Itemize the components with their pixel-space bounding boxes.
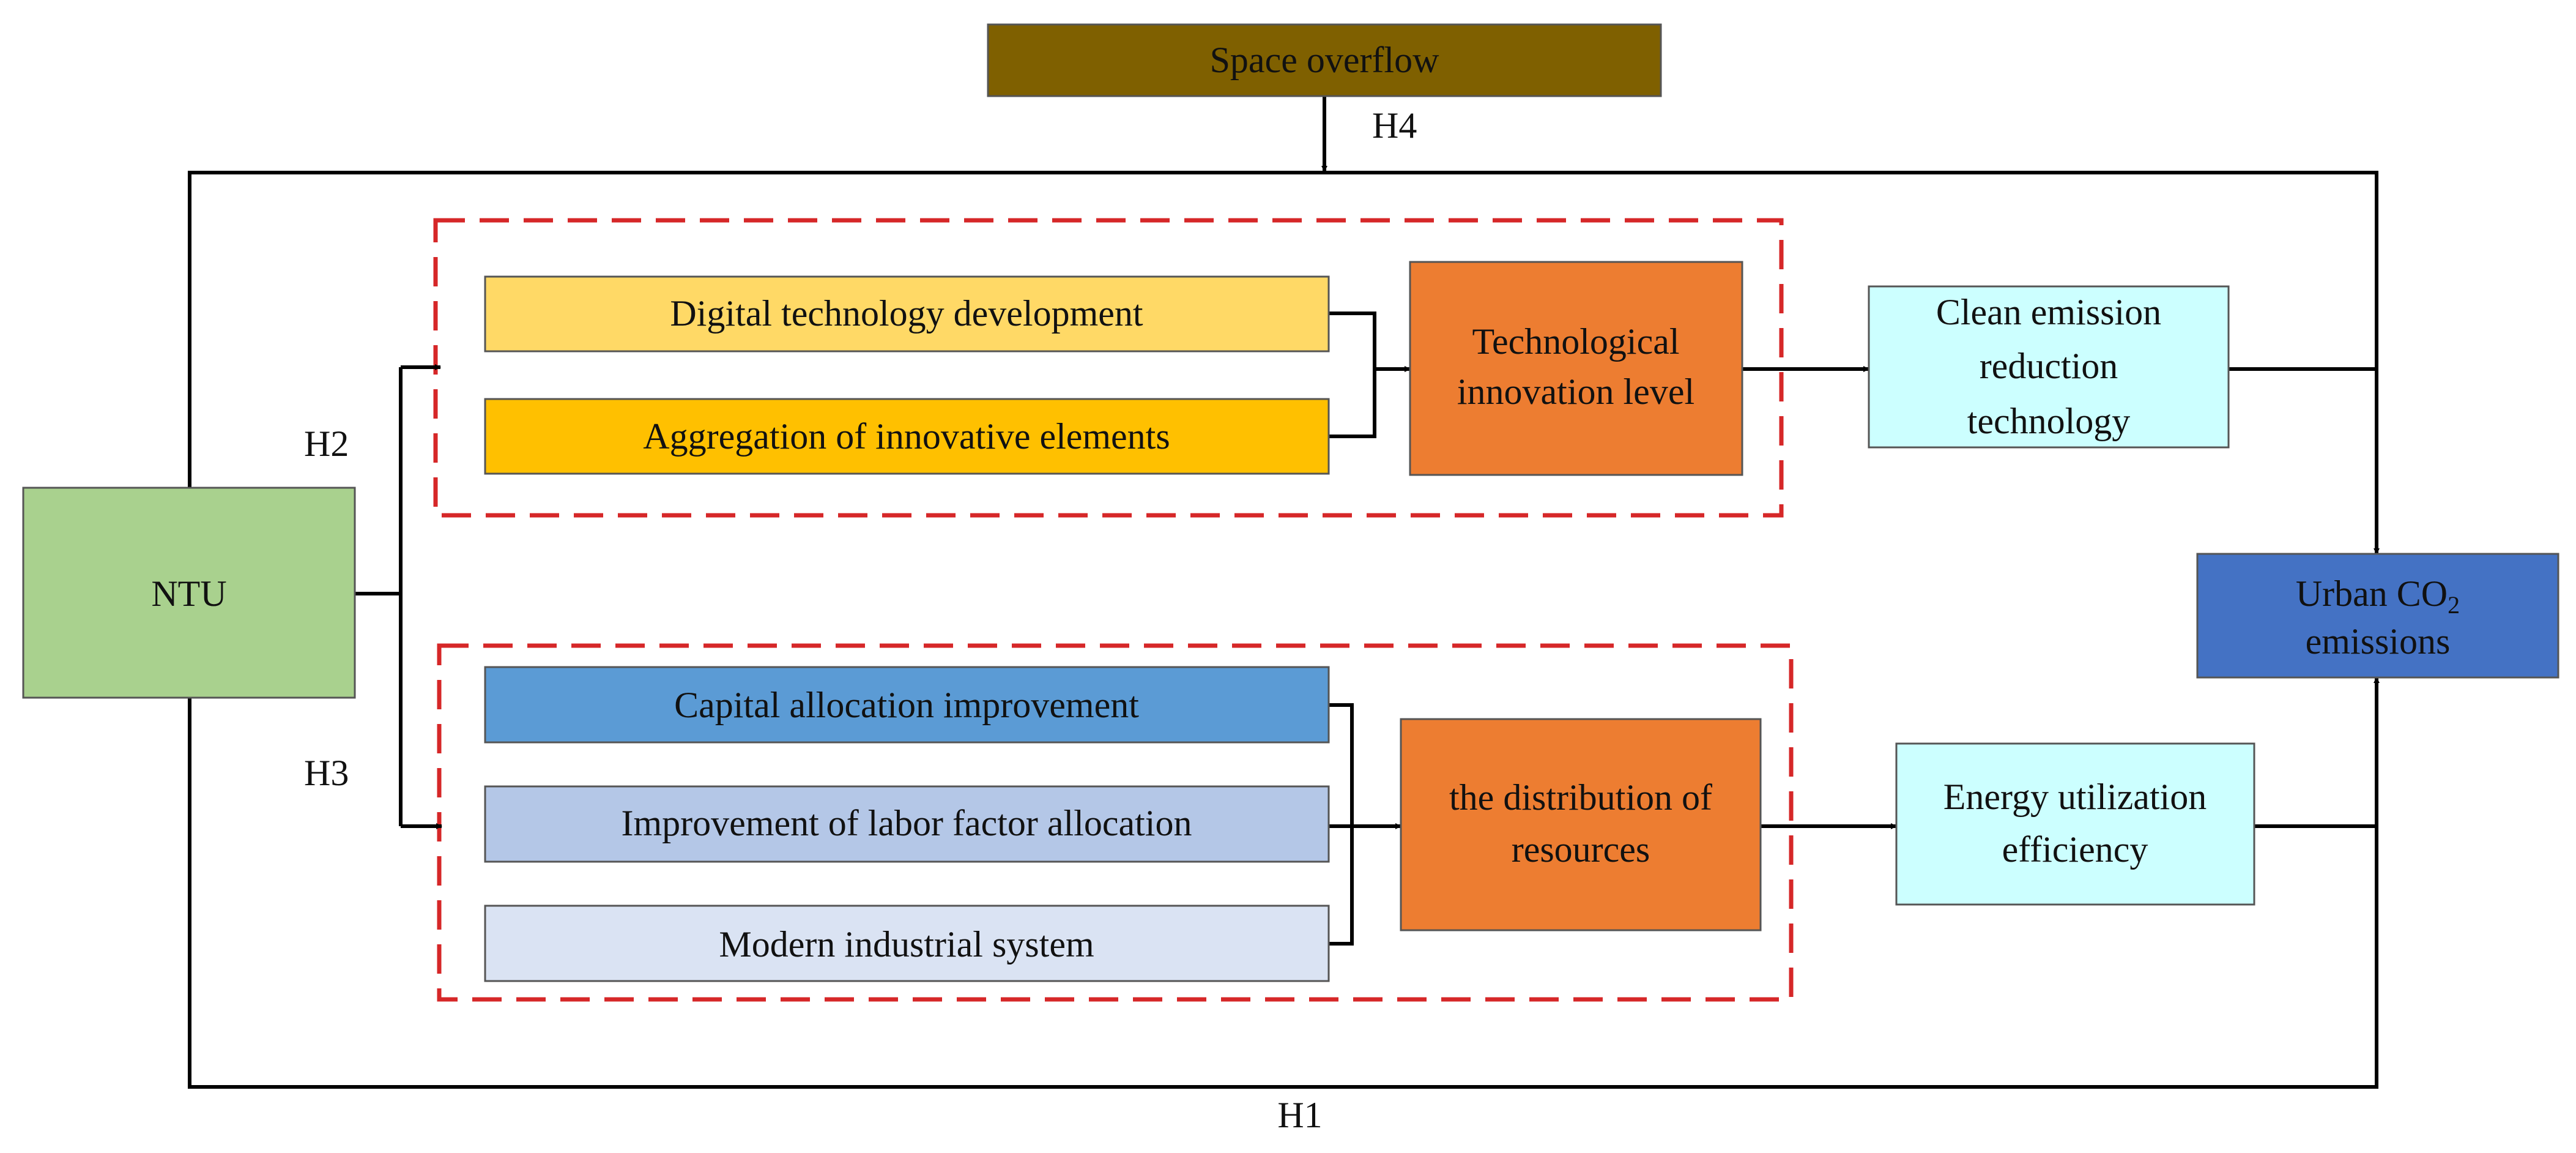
space-overflow-text: Space overflow [1210,40,1440,80]
urban-co2-prefix: Urban CO [2296,573,2448,614]
clean-to-urban [2229,367,2380,554]
clean-emission-line2: reduction [1980,346,2118,386]
space-overflow-node: Space overflow [987,23,1662,97]
energy-box [1895,742,2255,906]
urban-co2-line2: emissions [2306,621,2451,662]
clean-emission-line1: Clean emission [1936,292,2161,332]
urban-co2-node: Urban CO2 emissions [2196,553,2559,679]
tech-innovation-box [1409,261,1743,476]
space-overflow-box [987,23,1662,97]
aggregation-text: Aggregation of innovative elements [643,416,1170,457]
h3-label: H3 [304,753,349,793]
modern-industrial-node: Modern industrial system [484,905,1330,982]
urban-co2-line1: Urban CO2 [2296,573,2460,619]
h2-label: H2 [304,424,349,464]
aggregation-box [484,398,1330,475]
digital-tech-text: Digital technology development [670,293,1143,334]
labor-node: Improvement of labor factor allocation [484,785,1330,863]
modern-merge [1329,826,1354,946]
aggregation-node: Aggregation of innovative elements [484,398,1330,475]
clean-emission-node: Clean emission reduction technology [1868,285,2230,449]
capital-merge [1329,703,1354,826]
h4-label: H4 [1372,105,1417,146]
distribution-line2: resources [1512,829,1650,870]
urban-co2-box [2196,553,2559,679]
capital-box [484,666,1330,744]
labor-text: Improvement of labor factor allocation [622,803,1192,843]
h1-label: H1 [1277,1095,1322,1135]
energy-node: Energy utilization efficiency [1895,742,2255,906]
capital-text: Capital allocation improvement [674,685,1139,725]
digital-tech-node: Digital technology development [484,275,1330,353]
modern-industrial-text: Modern industrial system [719,924,1094,965]
resource-group-dashed [437,643,1794,1002]
ntu-box [22,487,356,699]
tech-innovation-node: Technological innovation level [1409,261,1743,476]
tech-innovation-line2: innovation level [1457,371,1694,412]
connectors [355,96,2380,946]
modern-industrial-box [484,905,1330,982]
digital-merge [1329,312,1376,369]
clean-emission-box [1868,285,2230,449]
urban-co2-subscript: 2 [2448,591,2460,619]
capital-node: Capital allocation improvement [484,666,1330,744]
labor-box [484,785,1330,863]
clean-emission-line3: technology [1967,401,2131,441]
ntu-text: NTU [151,573,226,614]
distribution-line1: the distribution of [1449,777,1712,818]
tech-innovation-line1: Technological [1472,321,1680,362]
energy-line1: Energy utilization [1943,777,2207,817]
energy-to-urban [2254,677,2380,828]
distribution-node: the distribution of resources [1400,718,1762,931]
ntu-node: NTU [22,487,356,699]
aggregation-merge [1329,369,1376,438]
energy-line2: efficiency [2002,829,2148,870]
distribution-box [1400,718,1762,931]
digital-tech-box [484,275,1330,353]
